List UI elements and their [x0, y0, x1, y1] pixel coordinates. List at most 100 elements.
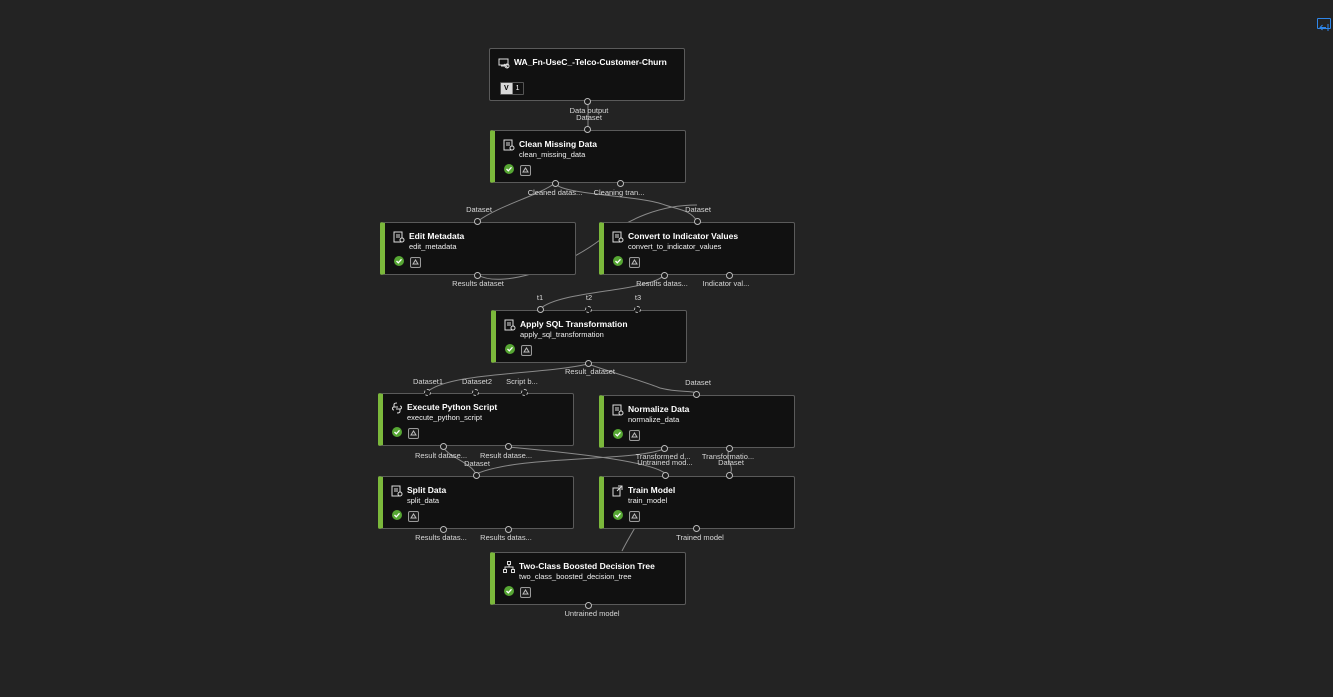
dataset-icon	[498, 56, 510, 69]
module-icon	[503, 138, 515, 151]
label-python-out1: Result datase...	[414, 451, 468, 460]
port-python-out2[interactable]	[505, 443, 512, 450]
port-edit-out[interactable]	[474, 272, 481, 279]
port-normalize-out1[interactable]	[661, 445, 668, 452]
recycle-icon[interactable]	[629, 430, 640, 441]
port-python-out1[interactable]	[440, 443, 447, 450]
label-normalize-out1: Transformed d...	[635, 452, 691, 461]
label-sql-in2: t2	[585, 293, 593, 302]
node-title: Clean Missing Data	[519, 139, 597, 149]
node-apply-sql-transformation[interactable]: Apply SQL Transformation apply_sql_trans…	[491, 310, 687, 363]
port-clean-out1[interactable]	[552, 180, 559, 187]
node-subtitle: edit_metadata	[409, 242, 457, 251]
recycle-icon[interactable]	[408, 511, 419, 522]
node-train-model[interactable]: Train Model train_model	[599, 476, 795, 529]
node-title: Execute Python Script	[407, 402, 498, 412]
dataset-node[interactable]: WA_Fn-UseC_-Telco-Customer-Churn V 1	[489, 48, 685, 101]
port-convert-out1[interactable]	[661, 272, 668, 279]
node-execute-python-script[interactable]: Execute Python Script execute_python_scr…	[378, 393, 574, 446]
recycle-icon[interactable]	[629, 511, 640, 522]
label-sql-in3: t3	[634, 293, 642, 302]
recycle-icon[interactable]	[410, 257, 421, 268]
port-split-out2[interactable]	[505, 526, 512, 533]
label-python-in1: Dataset1	[412, 377, 444, 386]
port-edit-in[interactable]	[474, 218, 481, 225]
recycle-icon[interactable]	[520, 587, 531, 598]
check-circle-icon	[394, 256, 404, 266]
label-edit-in: Dataset	[466, 205, 492, 214]
port-python-in2[interactable]	[472, 389, 479, 396]
port-convert-in[interactable]	[694, 218, 701, 225]
port-data-output[interactable]	[584, 98, 591, 105]
check-circle-icon	[613, 510, 623, 520]
label-sql-in1: t1	[536, 293, 544, 302]
node-title: Two-Class Boosted Decision Tree	[519, 561, 655, 571]
recycle-icon[interactable]	[521, 345, 532, 356]
label-train-in2: Dataset	[718, 458, 744, 467]
port-train-out[interactable]	[693, 525, 700, 532]
port-split-in[interactable]	[473, 472, 480, 479]
port-train-in1[interactable]	[662, 472, 669, 479]
python-icon	[391, 401, 403, 414]
port-sql-in1[interactable]	[537, 306, 544, 313]
port-python-in3[interactable]	[521, 389, 528, 396]
port-split-out1[interactable]	[440, 526, 447, 533]
label-data-output: Data output	[569, 106, 609, 115]
check-circle-icon	[392, 510, 402, 520]
node-subtitle: train_model	[628, 496, 668, 505]
label-train-in1: Untrained mod...	[637, 458, 693, 467]
module-icon	[391, 484, 403, 497]
port-normalize-out2[interactable]	[726, 445, 733, 452]
port-boosted-out[interactable]	[585, 602, 592, 609]
port-clean-out2[interactable]	[617, 180, 624, 187]
label-split-in: Dataset	[464, 459, 490, 468]
check-circle-icon	[392, 427, 402, 437]
version-label: V	[501, 83, 512, 94]
port-normalize-in[interactable]	[693, 391, 700, 398]
node-convert-to-indicator-values[interactable]: Convert to Indicator Values convert_to_i…	[599, 222, 795, 275]
dataset-node-title: WA_Fn-UseC_-Telco-Customer-Churn	[514, 57, 667, 67]
recycle-icon[interactable]	[408, 428, 419, 439]
check-circle-icon	[505, 344, 515, 354]
node-subtitle: convert_to_indicator_values	[628, 242, 722, 251]
port-python-in1[interactable]	[424, 389, 431, 396]
node-subtitle: apply_sql_transformation	[520, 330, 604, 339]
node-split-data[interactable]: Split Data split_data	[378, 476, 574, 529]
node-clean-missing-data[interactable]: Clean Missing Data clean_missing_data	[490, 130, 686, 183]
node-normalize-data[interactable]: Normalize Data normalize_data	[599, 395, 795, 448]
label-edit-out: Results dataset	[452, 279, 504, 288]
port-convert-out2[interactable]	[726, 272, 733, 279]
tree-icon	[503, 560, 515, 573]
port-sql-in2[interactable]	[585, 306, 592, 313]
node-two-class-boosted-decision-tree[interactable]: Two-Class Boosted Decision Tree two_clas…	[490, 552, 686, 605]
label-convert-out2: Indicator val...	[702, 279, 750, 288]
port-sql-out[interactable]	[585, 360, 592, 367]
label-clean-out1: Cleaned datas...	[527, 188, 583, 197]
node-subtitle: split_data	[407, 496, 440, 505]
label-python-in3: Script b...	[506, 377, 538, 386]
train-icon	[612, 484, 624, 497]
check-circle-icon	[504, 164, 514, 174]
version-badge: V 1	[500, 82, 524, 95]
module-icon	[504, 318, 516, 331]
version-number: 1	[511, 83, 523, 94]
module-icon	[393, 230, 405, 243]
port-sql-in3[interactable]	[634, 306, 641, 313]
recycle-icon[interactable]	[520, 165, 531, 176]
label-python-out2: Result datase...	[479, 451, 533, 460]
node-subtitle: two_class_boosted_decision_tree	[519, 572, 632, 581]
node-title: Apply SQL Transformation	[520, 319, 628, 329]
port-clean-in[interactable]	[584, 126, 591, 133]
module-icon	[612, 403, 624, 416]
node-edit-metadata[interactable]: Edit Metadata edit_metadata	[380, 222, 576, 275]
node-title: Convert to Indicator Values	[628, 231, 739, 241]
check-circle-icon	[613, 429, 623, 439]
check-circle-icon	[504, 586, 514, 596]
node-subtitle: normalize_data	[628, 415, 680, 424]
label-convert-out1: Results datas...	[636, 279, 688, 288]
port-train-in2[interactable]	[726, 472, 733, 479]
node-subtitle: clean_missing_data	[519, 150, 586, 159]
label-convert-in: Dataset	[685, 205, 711, 214]
collapse-panel-icon[interactable]	[1317, 18, 1331, 31]
recycle-icon[interactable]	[629, 257, 640, 268]
